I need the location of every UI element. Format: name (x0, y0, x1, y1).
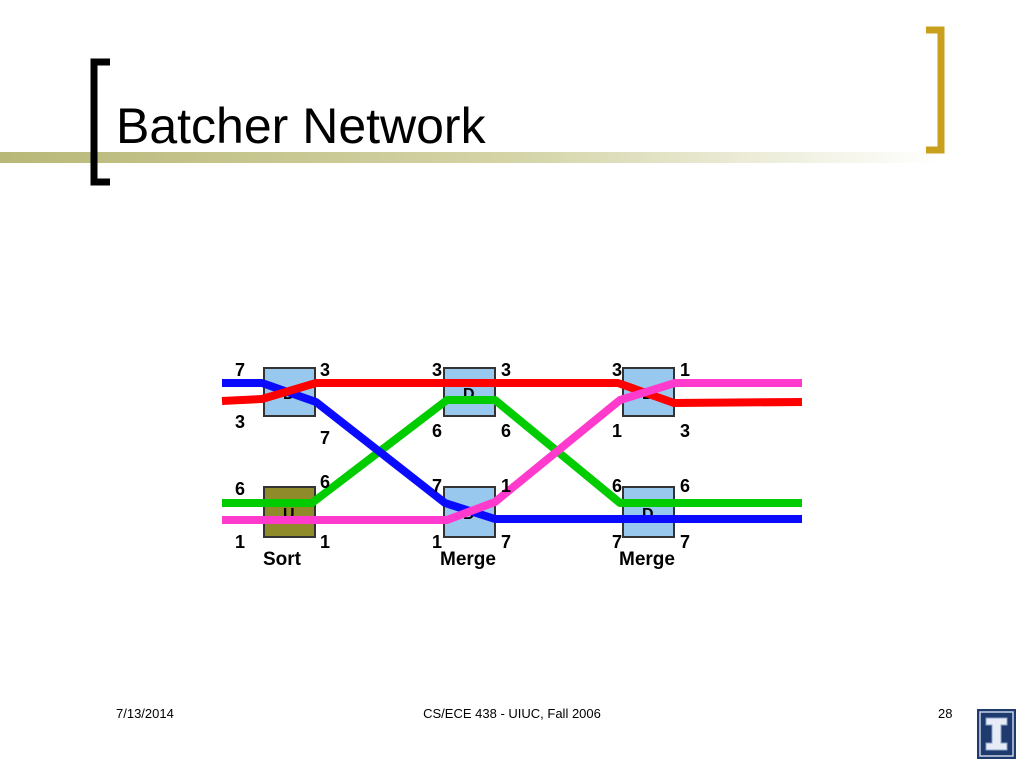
stage3-top-output-lower: 3 (680, 421, 690, 441)
stage2-top-input-upper: 3 (432, 360, 442, 380)
stage2-bottom-output-upper: 1 (501, 476, 511, 496)
stage1-bottom-output-upper: 6 (320, 472, 330, 492)
stage2-bottom-input-lower: 1 (432, 532, 442, 552)
stage1-bottom-input-upper: 6 (235, 479, 245, 499)
stage2-top-output-lower: 6 (501, 421, 511, 441)
left-bracket (90, 58, 110, 186)
merge-stage-caption-2: Merge (619, 549, 675, 570)
footer-date: 7/13/2014 (116, 706, 174, 721)
stage3-bottom-output-upper: 6 (680, 476, 690, 496)
stage3-top-input-upper: 3 (612, 360, 622, 380)
footer-course: CS/ECE 438 - UIUC, Fall 2006 (423, 706, 601, 721)
stage3-bottom-output-lower: 7 (680, 532, 690, 552)
sort-stage-caption: Sort (263, 549, 302, 570)
right-bracket (926, 26, 945, 154)
stage2-bottom-input-upper: 7 (432, 476, 442, 496)
stage3-top-output-upper: 1 (680, 360, 690, 380)
stage1-bottom-output-lower: 1 (320, 532, 330, 552)
stage3-bottom-switch-box (622, 486, 675, 538)
title-underline-bar (0, 152, 940, 163)
magenta-wire (222, 379, 802, 524)
page-number: 28 (938, 706, 953, 721)
stage1-bottom-input-lower: 1 (235, 532, 245, 552)
stage3-bottom-input-upper: 6 (612, 476, 622, 496)
university-logo-icon (977, 709, 1016, 759)
red-wire (221, 379, 803, 407)
stage2-top-output-upper: 3 (501, 360, 511, 380)
blue-wire (222, 379, 802, 523)
stage1-bottom-switch-box (263, 486, 316, 538)
stage1-top-input-lower: 3 (235, 412, 245, 432)
stage1-top-output-lower: 7 (320, 428, 330, 448)
green-wire (222, 396, 802, 507)
stage1-bottom-box-label: U (283, 506, 295, 523)
stage3-bottom-input-lower: 7 (612, 532, 622, 552)
stage1-top-output-upper: 3 (320, 360, 330, 380)
stage1-top-input-upper: 7 (235, 360, 245, 380)
stage3-bottom-box-label: D (642, 506, 654, 523)
stage2-top-box-label: D (463, 386, 475, 403)
merge-stage-caption-1: Merge (440, 549, 496, 570)
stage2-bottom-output-lower: 7 (501, 532, 511, 552)
stage3-top-input-lower: 1 (612, 421, 622, 441)
slide-title: Batcher Network (116, 98, 486, 154)
stage2-top-input-lower: 6 (432, 421, 442, 441)
stage2-top-switch-box (443, 367, 496, 417)
